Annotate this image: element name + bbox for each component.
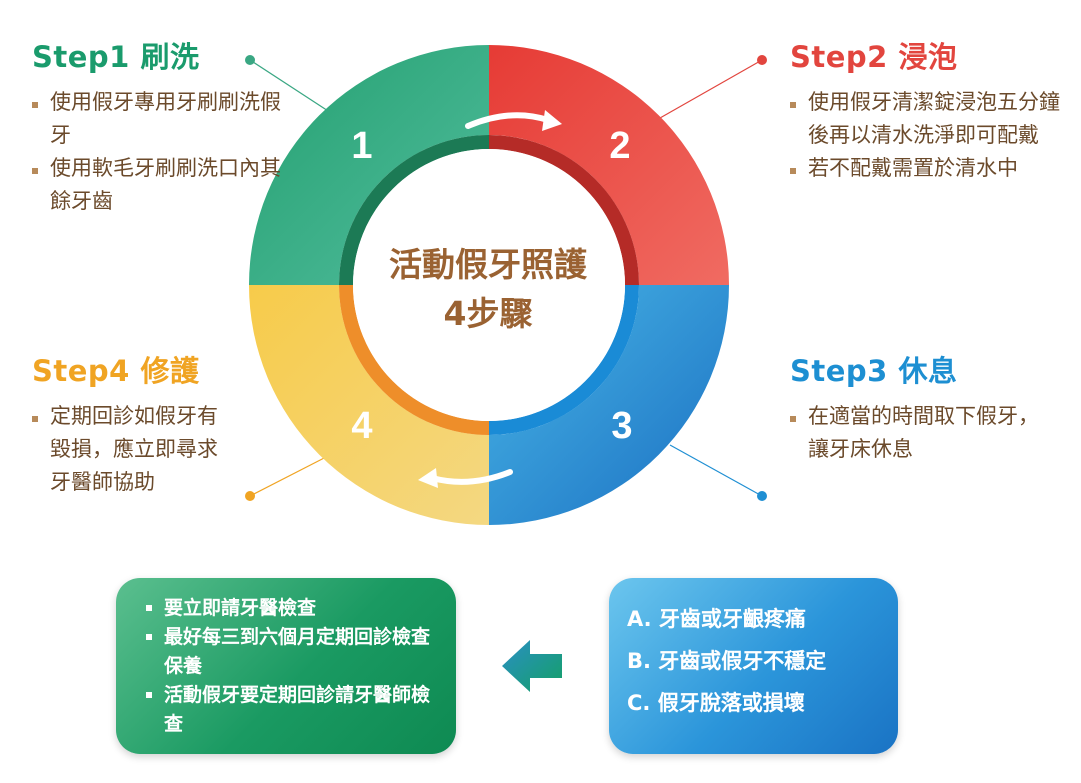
inner-rim-1 [339, 135, 490, 286]
segment-number-2: 2 [609, 125, 630, 167]
step1-bullets: 使用假牙專用牙刷刷洗假牙 使用軟毛牙刷刷洗口內其餘牙齒 [32, 86, 282, 218]
segment-4-yellow [249, 285, 489, 525]
step3-bullet: 在適當的時間取下假牙，讓牙床休息 [790, 400, 1050, 466]
segment-1-green [249, 45, 489, 285]
problems-list: A. 牙齒或牙齦疼痛 B. 牙齒或假牙不穩定 C. 假牙脫落或損壞 [609, 578, 898, 724]
inner-rim-2 [488, 135, 639, 286]
cycle-arrow-top [465, 112, 551, 129]
advice-item: 最好每三到六個月定期回診檢查保養 [146, 623, 434, 681]
advice-list: 要立即請牙醫檢查 最好每三到六個月定期回診檢查保養 活動假牙要定期回診請牙醫師檢… [116, 578, 456, 739]
connector-dot-1 [245, 55, 255, 65]
problem-item: A. 牙齒或牙齦疼痛 [627, 607, 806, 631]
segment-number-4: 4 [351, 405, 372, 447]
problem-item: B. 牙齒或假牙不穩定 [627, 649, 827, 673]
step3-bullets: 在適當的時間取下假牙，讓牙床休息 [790, 400, 1050, 466]
inner-rim-3 [488, 284, 639, 435]
center-disc [353, 149, 625, 421]
advice-item: 要立即請牙醫檢查 [146, 594, 456, 623]
step2-bullets: 使用假牙清潔錠浸泡五分鐘後再以清水洗淨即可配戴 若不配戴需置於清水中 [790, 86, 1075, 185]
segment-3-blue [489, 285, 729, 525]
segment-2-red [489, 45, 729, 285]
step3-title: Step3 休息 [790, 354, 958, 388]
problems-box: A. 牙齒或牙齦疼痛 B. 牙齒或假牙不穩定 C. 假牙脫落或損壞 [609, 578, 898, 754]
connector-dot-3 [757, 491, 767, 501]
cycle-arrowhead-bottom [418, 468, 438, 488]
step2-bullet: 若不配戴需置於清水中 [790, 152, 1075, 185]
step1-title: Step1 刷洗 [32, 40, 200, 74]
arrow-left-icon [502, 640, 562, 692]
cycle-arrow-bottom [429, 469, 513, 485]
advice-box: 要立即請牙醫檢查 最好每三到六個月定期回診檢查保養 活動假牙要定期回診請牙醫師檢… [116, 578, 456, 754]
diagram-center-title: 活動假牙照護 4步驟 [330, 240, 646, 338]
step4-title: Step4 修護 [32, 354, 200, 388]
step2-title: Step2 浸泡 [790, 40, 958, 74]
step1-bullet: 使用假牙專用牙刷刷洗假牙 [32, 86, 282, 152]
step1-bullet: 使用軟毛牙刷刷洗口內其餘牙齒 [32, 152, 282, 218]
center-title-line1: 活動假牙照護 [389, 245, 587, 284]
connector-dot-4 [245, 491, 255, 501]
step4-bullet: 定期回診如假牙有毀損，應立即尋求牙醫師協助 [32, 400, 237, 499]
step4-bullets: 定期回診如假牙有毀損，應立即尋求牙醫師協助 [32, 400, 237, 499]
advice-item: 活動假牙要定期回診請牙醫師檢查 [146, 681, 434, 739]
inner-rim-4 [339, 284, 490, 435]
segment-number-1: 1 [351, 125, 372, 167]
step2-bullet: 使用假牙清潔錠浸泡五分鐘後再以清水洗淨即可配戴 [790, 86, 1075, 152]
center-title-line2: 4步驟 [443, 294, 533, 333]
connector-dot-2 [757, 55, 767, 65]
segment-number-3: 3 [611, 405, 632, 447]
problem-item: C. 假牙脫落或損壞 [627, 691, 805, 715]
cycle-arrowhead-top [542, 110, 562, 131]
